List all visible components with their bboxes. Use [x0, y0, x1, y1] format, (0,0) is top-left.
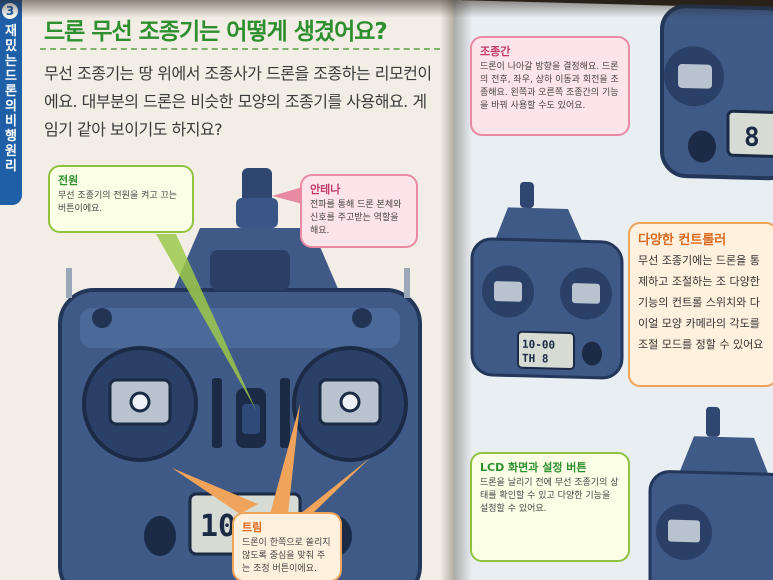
controller-middle: 10-00 TH 8 [470, 181, 624, 380]
top-shadow [0, 0, 773, 18]
switch-left [92, 308, 112, 328]
callout-lcd-title: LCD 화면과 설정 버튼 [480, 461, 587, 474]
lcd-small-bottom: TH 8 [522, 352, 548, 366]
switch-right [352, 308, 372, 328]
callout-multi: 다양한 컨트롤러 무선 조종기에는 드론을 통제하고 조절하는 조 다양한 기능… [628, 222, 773, 387]
callout-power-text: 무선 조종기의 전원을 켜고 끄는 버튼이에요. [58, 191, 178, 214]
callout-antenna-title: 안테나 [310, 183, 341, 196]
right-page: 8 10-00 TH 8 [454, 0, 773, 580]
antenna [242, 168, 272, 204]
book-gutter [440, 0, 472, 580]
callout-lcd-text: 드론을 날리기 전에 무선 조종기의 상태를 확인할 수 있고 다양한 기능을 … [480, 478, 619, 514]
callout-stick: 조종간 드론이 나아갈 방향을 결정해요. 드론의 전후, 좌우, 상하 이동과… [470, 36, 630, 136]
callout-power: 전원 무선 조종기의 전원을 켜고 끄는 버튼이에요. [48, 165, 194, 233]
lcd-small-top: 10-00 [522, 338, 555, 352]
callout-power-title: 전원 [58, 174, 79, 187]
callout-stick-text: 드론이 나아갈 방향을 결정해요. 드론의 전후, 좌우, 상하 이동과 회전을… [480, 62, 619, 111]
callout-trim-title: 트림 [242, 521, 263, 534]
left-page: 3 재밌는 드론의 비행 원리 드론 무선 조종기는 어떻게 생겼어요? 무선 … [0, 0, 462, 580]
chapter-tab: 3 재밌는 드론의 비행 원리 [0, 0, 22, 205]
callout-lcd: LCD 화면과 설정 버튼 드론을 날리기 전에 무선 조종기의 상태를 확인할… [470, 452, 630, 562]
intro-paragraph: 무선 조종기는 땅 위에서 조종사가 드론을 조종하는 리모컨이에요. 대부분의… [44, 64, 432, 139]
lcd-top-right: 8 [744, 123, 760, 153]
trim-right [280, 378, 290, 448]
chapter-title: 재밌는 드론의 비행 원리 [5, 24, 17, 174]
callout-stick-title: 조종간 [480, 45, 511, 58]
callout-multi-text: 무선 조종기에는 드론을 통제하고 조절하는 조 다양한 기능의 컨트롤 스위치… [638, 254, 764, 351]
callout-antenna-text: 전파를 통해 드론 본체와 신호를 주고받는 역할을 해요. [310, 200, 402, 236]
controller-bottom-right [648, 406, 773, 580]
callout-trim: 트림 드론이 한쪽으로 쏠리지 않도록 중심을 맞춰 주는 조정 버튼이에요. [232, 512, 342, 580]
callout-antenna: 안테나 전파를 통해 드론 본체와 신호를 주고받는 역할을 해요. [300, 174, 418, 248]
callout-multi-title: 다양한 컨트롤러 [638, 233, 727, 248]
page-title: 드론 무선 조종기는 어떻게 생겼어요? [44, 19, 388, 45]
trim-left [212, 378, 222, 448]
title-divider [40, 48, 440, 50]
lcd-main-left: 10 [200, 509, 236, 544]
controller-illustration: 10 8 [58, 168, 422, 580]
controller-top-right: 8 [660, 4, 773, 181]
callout-trim-text: 드론이 한쪽으로 쏠리지 않도록 중심을 맞춰 주는 조정 버튼이에요. [242, 538, 331, 574]
